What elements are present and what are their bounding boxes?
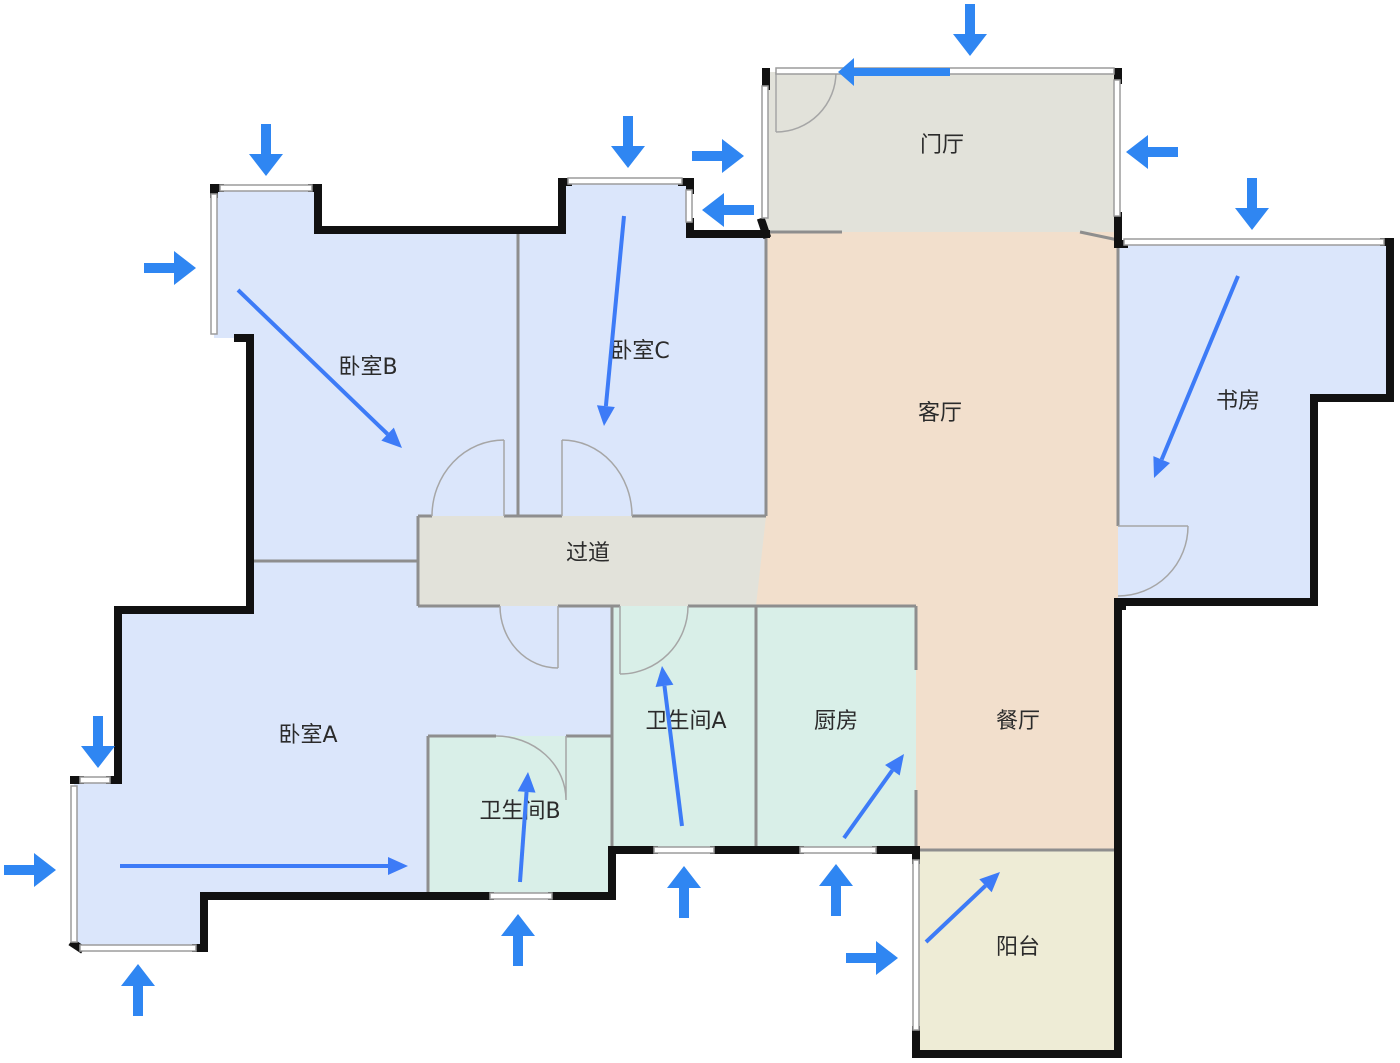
- room-fills: [74, 72, 1390, 1052]
- wind-arrow-icon: [144, 251, 196, 285]
- label-menting: 门厅: [920, 133, 964, 158]
- room-chufang: [756, 606, 916, 850]
- label-keting: 客厅: [918, 401, 962, 426]
- airflow-arrow-line: [842, 769, 895, 840]
- window-woshi-a-bottom: [79, 944, 197, 952]
- airflow-arrow-line: [603, 215, 626, 407]
- door-weishengjian-b: [495, 735, 567, 801]
- window-chufang: [799, 846, 877, 854]
- wind-arrow-icon: [692, 139, 744, 173]
- wind-arrow-icon: [501, 914, 535, 966]
- door-woshi-c: [561, 439, 633, 517]
- window-woshi-c-right: [685, 189, 693, 223]
- window-woshi-c-top: [567, 177, 683, 185]
- wind-arrow-icon: [121, 964, 155, 1016]
- label-chufang: 厨房: [814, 709, 858, 734]
- window-weishengjian-b: [489, 892, 553, 900]
- window-weishengjian-a: [653, 846, 715, 854]
- label-weishengjian-b: 卫生间B: [479, 799, 560, 824]
- window-menting-left: [761, 85, 769, 219]
- label-shufang: 书房: [1216, 389, 1260, 414]
- breeze-indicators: [4, 4, 1269, 1016]
- window-woshi-b-top: [219, 184, 313, 192]
- room-menting: [766, 72, 1118, 232]
- wind-arrow-icon: [838, 58, 950, 86]
- window-yangtai: [912, 859, 920, 1031]
- label-canting: 餐厅: [996, 709, 1040, 734]
- wind-arrow-icon: [953, 4, 987, 56]
- airflow-arrow-line: [236, 288, 389, 436]
- door-woshi-b: [431, 439, 505, 517]
- label-yangtai: 阳台: [996, 935, 1040, 960]
- room-woshi-b: [214, 188, 518, 561]
- arrow-icon: [1153, 456, 1170, 478]
- label-guodao: 过道: [566, 541, 610, 566]
- arrow-icon: [885, 754, 904, 776]
- label-woshi-c: 卧室C: [610, 339, 669, 364]
- window-menting-right: [1113, 79, 1121, 217]
- room-shufang: [1118, 244, 1390, 602]
- label-woshi-a: 卧室A: [278, 723, 337, 748]
- door-shufang: [1117, 525, 1189, 597]
- label-woshi-b: 卧室B: [338, 355, 397, 380]
- airflow-arrow-line: [662, 685, 684, 827]
- window-woshi-a-top: [79, 776, 111, 784]
- window-shufang-top: [1123, 238, 1385, 246]
- door-woshi-a: [499, 605, 559, 669]
- wind-arrow-icon: [611, 116, 645, 168]
- room-yangtai: [916, 850, 1118, 1052]
- doors: [431, 71, 1189, 801]
- exterior-walls: [68, 68, 1394, 1058]
- window-woshi-b-left: [210, 193, 218, 335]
- arrow-icon: [388, 857, 408, 875]
- wind-arrow-icon: [249, 124, 283, 176]
- label-weishengjian-a: 卫生间A: [645, 709, 726, 734]
- airflow-arrow-line: [518, 791, 529, 883]
- arrow-icon: [596, 405, 615, 426]
- wind-arrow-icon: [1126, 135, 1178, 169]
- room-woshi-a: [74, 561, 612, 948]
- window-woshi-a-left: [70, 785, 78, 943]
- wind-arrow-icon: [667, 866, 701, 918]
- wind-arrow-icon: [1235, 178, 1269, 230]
- arrow-icon: [517, 772, 536, 793]
- arrow-icon: [655, 666, 674, 687]
- airflow-arrows: [120, 215, 1240, 944]
- wind-arrow-icon: [81, 716, 115, 768]
- wind-arrow-icon: [819, 864, 853, 916]
- room-keting: [756, 232, 1118, 850]
- room-guodao: [418, 516, 766, 606]
- airflow-arrow-line: [924, 884, 987, 944]
- wind-arrow-icon: [846, 941, 898, 975]
- airflow-arrow-line: [1159, 275, 1240, 461]
- room-weishengjian-a: [612, 606, 756, 850]
- wind-arrow-icon: [4, 853, 56, 887]
- room-labels: 门厅 客厅 书房 卧室B 卧室C 过道 卧室A 卫生间A 卫生间B 厨房 餐厅 …: [278, 133, 1260, 960]
- room-woshi-c: [518, 182, 766, 516]
- interior-partitions: [250, 230, 1120, 896]
- arrow-icon: [979, 872, 1000, 893]
- wind-arrow-icon: [702, 193, 754, 227]
- arrow-icon: [381, 427, 402, 448]
- door-weishengjian-a: [619, 605, 689, 675]
- door-menting: [775, 71, 837, 133]
